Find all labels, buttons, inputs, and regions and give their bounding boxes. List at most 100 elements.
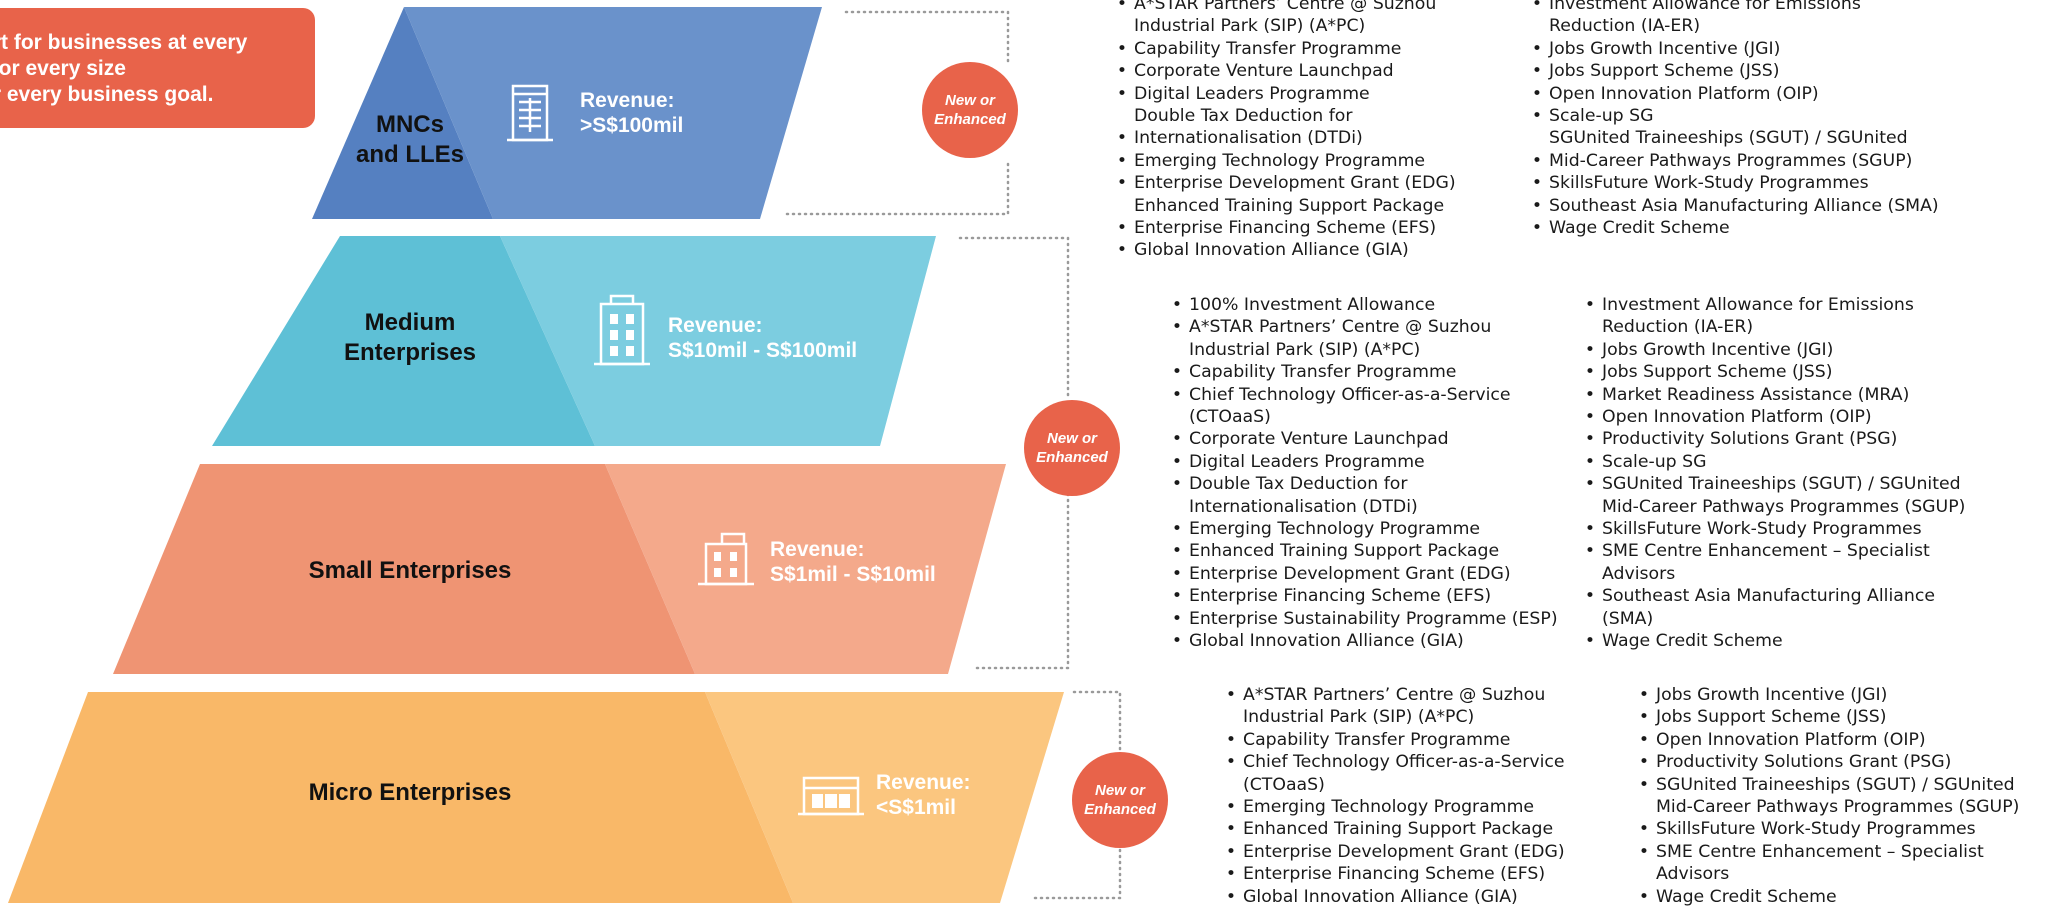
shop-icon (798, 776, 864, 816)
tier-medium-revenue: Revenue: S$10mil - S$100mil (668, 314, 858, 362)
tier-small-revenue: Revenue: S$1mil - S$10mil (770, 538, 936, 586)
programme-item: (CTOaaS) (1243, 774, 1325, 795)
programme-item: Enhanced Training Support Package (1165, 540, 1558, 563)
programme-item: Global Innovation Alliance (GIA) (1219, 886, 1565, 908)
programme-item: Mid-Career Pathways Programmes (SGUP) (1525, 150, 1939, 173)
office-building-icon (507, 84, 553, 142)
tier-mnc-name: MNCs and LLEs (355, 111, 464, 168)
programme-item: Digital Leaders Programme (1110, 83, 1456, 106)
programme-item: Enhanced Training Support Package (1134, 195, 1445, 216)
programme-item: Productivity Solutions Grant (PSG) (1578, 428, 1965, 451)
badge-micro-circle (1072, 752, 1168, 848)
callout-line: ort for businesses at every (0, 31, 248, 54)
programme-item: Investment Allowance for Emissions (1525, 0, 1939, 16)
badge-medium-circle (1024, 400, 1120, 496)
programme-item: A*STAR Partners’ Centre @ Suzhou (1165, 316, 1558, 339)
office-tower-icon (594, 294, 650, 366)
programme-item: Industrial Park (SIP) (A*PC) (1189, 339, 1421, 360)
tier-micro-programmes-col2: Jobs Growth Incentive (JGI)Jobs Support … (1632, 684, 2019, 908)
programme-item: Enterprise Development Grant (EDG) (1165, 563, 1558, 586)
programme-item: Jobs Support Scheme (JSS) (1578, 361, 1965, 384)
programme-item: Jobs Growth Incentive (JGI) (1578, 339, 1965, 362)
tier-medium-left-panel (212, 236, 595, 446)
programme-item: Jobs Growth Incentive (JGI) (1525, 38, 1939, 61)
programme-item: SME Centre Enhancement – Specialist (1578, 540, 1965, 563)
programme-item: Enhanced Training Support Package (1219, 818, 1565, 841)
programme-item: SGUnited Traineeships (SGUT) / SGUnited (1549, 128, 1908, 149)
programme-item: SGUnited Traineeships (SGUT) / SGUnited (1578, 473, 1965, 496)
programme-item: Emerging Technology Programme (1219, 796, 1565, 819)
programme-item: A*STAR Partners’ Centre @ Suzhou (1110, 0, 1456, 16)
programme-item: SkillsFuture Work-Study Programmes (1578, 518, 1965, 541)
programme-item: (CTOaaS) (1189, 407, 1271, 428)
programme-item: Wage Credit Scheme (1578, 630, 1965, 653)
small-building-icon (698, 532, 754, 586)
programme-item: Global Innovation Alliance (GIA) (1110, 239, 1456, 262)
programme-item: SGUnited Traineeships (SGUT) / SGUnited (1632, 774, 2019, 797)
programme-item: Corporate Venture Launchpad (1110, 60, 1456, 83)
programme-item: Jobs Support Scheme (JSS) (1525, 60, 1939, 83)
programme-item: Capability Transfer Programme (1219, 729, 1565, 752)
programme-item: Double Tax Deduction for (1134, 106, 1353, 127)
tier-small-right-panel (605, 464, 1006, 674)
programme-item: SME Centre Enhancement – Specialist (1632, 841, 2019, 864)
programme-item: Southeast Asia Manufacturing Alliance (1578, 585, 1965, 608)
programme-item: Southeast Asia Manufacturing Alliance (S… (1525, 195, 1939, 218)
callout-line: or every business goal. (0, 83, 214, 106)
programme-item: SkillsFuture Work-Study Programmes (1632, 818, 2019, 841)
programme-item: Chief Technology Officer-as-a-Service (1219, 751, 1565, 774)
programme-item: Investment Allowance for Emissions (1578, 294, 1965, 317)
badge-micro-label: New or Enhanced (1084, 782, 1156, 818)
tier-mnc-programmes-col2: Investment Allowance for EmissionsReduct… (1525, 0, 1939, 240)
programme-item: Capability Transfer Programme (1165, 361, 1558, 384)
tier-mnc-programmes-col1: A*STAR Partners’ Centre @ SuzhouIndustri… (1110, 0, 1456, 262)
tier-micro-name: Micro Enterprises (308, 779, 512, 806)
programme-item: Internationalisation (DTDi) (1189, 496, 1418, 517)
programme-item: Productivity Solutions Grant (PSG) (1632, 751, 2019, 774)
programme-item: Reduction (IA-ER) (1549, 16, 1701, 37)
programme-item: SkillsFuture Work-Study Programmes (1525, 172, 1939, 195)
programme-item: Industrial Park (SIP) (A*PC) (1134, 16, 1366, 37)
programme-item: A*STAR Partners’ Centre @ Suzhou (1219, 684, 1565, 707)
programme-item: Wage Credit Scheme (1632, 886, 2019, 908)
tier-micro-right-panel (705, 692, 1064, 903)
badge-mnc-label: New or Enhanced (934, 92, 1006, 128)
tier-small-name: Small Enterprises (308, 557, 512, 584)
programme-item: Open Innovation Platform (OIP) (1578, 406, 1965, 429)
programme-item: Double Tax Deduction for (1165, 473, 1558, 496)
tier-micro-revenue: Revenue: <S$1mil (876, 771, 971, 819)
programme-item: Mid-Career Pathways Programmes (SGUP) (1656, 797, 2020, 818)
bracket-mnc (780, 10, 1010, 216)
tier-mnc-revenue: Revenue: >S$100mil (580, 89, 684, 137)
programme-item: Scale-up SG (1578, 451, 1965, 474)
programme-item: Jobs Growth Incentive (JGI) (1632, 684, 2019, 707)
programme-item: Open Innovation Platform (OIP) (1632, 729, 2019, 752)
tier-micro-left-panel (8, 692, 793, 903)
programme-item: Emerging Technology Programme (1110, 150, 1456, 173)
bracket-medium-small (958, 236, 1070, 670)
programme-item: Enterprise Development Grant (EDG) (1219, 841, 1565, 864)
tier-mnc-right-panel (404, 7, 822, 219)
badge-mnc-circle (922, 62, 1018, 158)
programme-item: Enterprise Financing Scheme (EFS) (1219, 863, 1565, 886)
badge-medium-label: New or Enhanced (1036, 430, 1108, 466)
tier-medium-name: Medium Enterprises (343, 309, 477, 366)
programme-item: Digital Leaders Programme (1165, 451, 1558, 474)
programme-item: Industrial Park (SIP) (A*PC) (1243, 707, 1475, 728)
programme-item: Enterprise Development Grant (EDG) (1110, 172, 1456, 195)
programme-item: Wage Credit Scheme (1525, 217, 1939, 240)
tier-micro-programmes-col1: A*STAR Partners’ Centre @ SuzhouIndustri… (1219, 684, 1565, 908)
programme-item: Mid-Career Pathways Programmes (SGUP) (1602, 496, 1966, 517)
tier-medium-right-panel (500, 236, 936, 446)
programme-item: Corporate Venture Launchpad (1165, 428, 1558, 451)
programme-item: Enterprise Financing Scheme (EFS) (1110, 217, 1456, 240)
programme-item: 100% Investment Allowance (1165, 294, 1558, 317)
programme-item: Enterprise Financing Scheme (EFS) (1165, 585, 1558, 608)
programme-item: Open Innovation Platform (OIP) (1525, 83, 1939, 106)
programme-item: Capability Transfer Programme (1110, 38, 1456, 61)
bracket-micro (1028, 690, 1122, 900)
programme-item: Emerging Technology Programme (1165, 518, 1558, 541)
programme-item: Enterprise Sustainability Programme (ESP… (1165, 608, 1558, 631)
tier-small-left-panel (113, 464, 695, 674)
